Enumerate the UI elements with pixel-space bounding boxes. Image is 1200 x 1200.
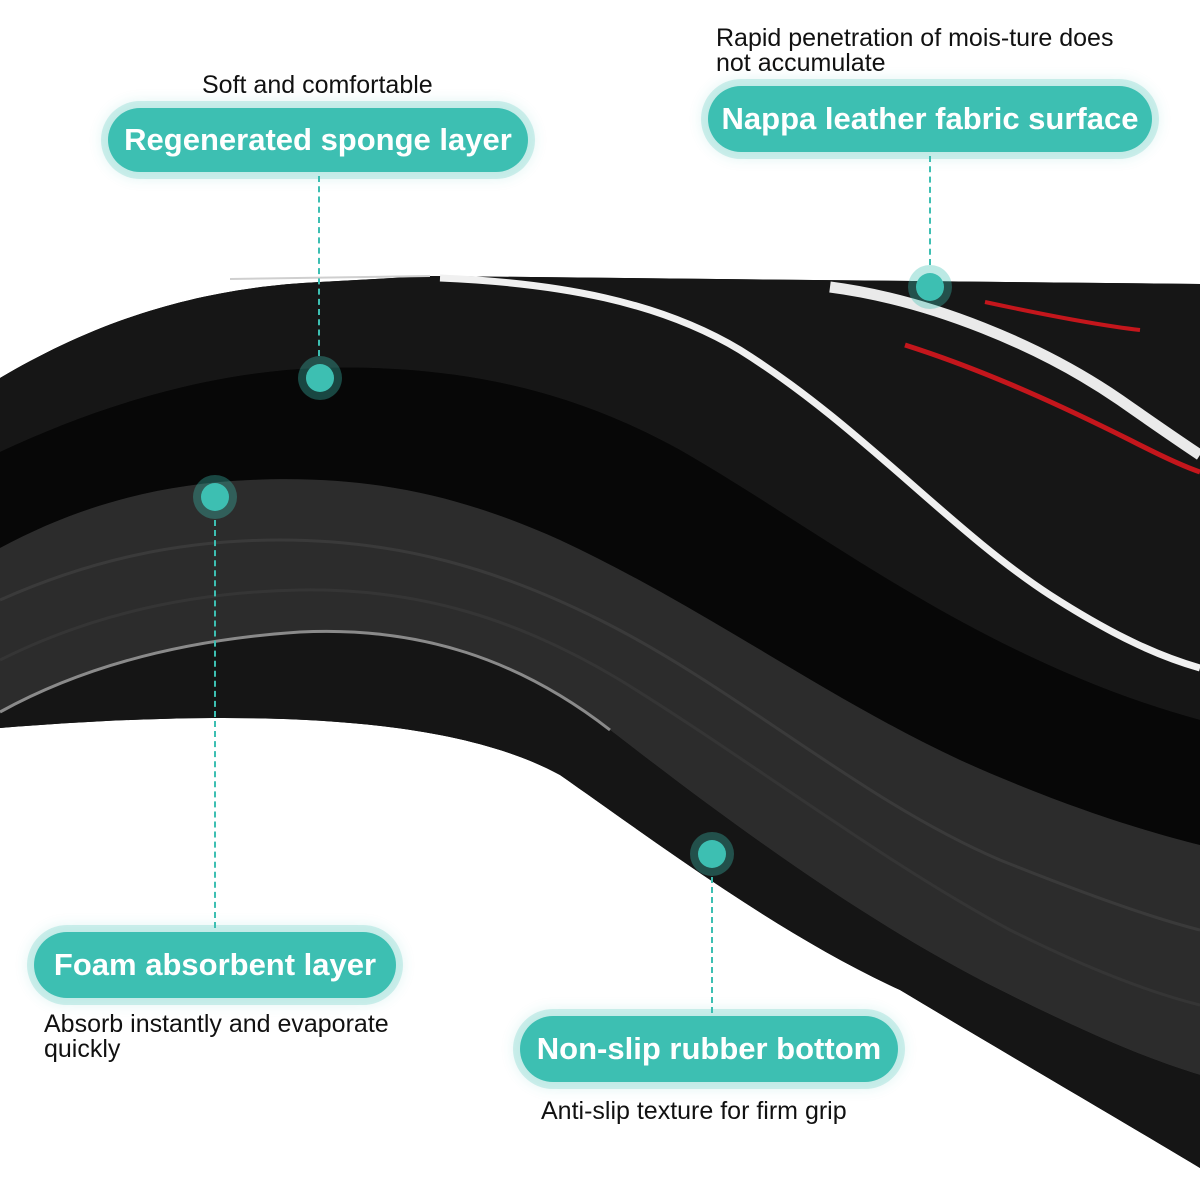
nappa-marker-dot <box>916 273 944 301</box>
white-band <box>829 281 1200 460</box>
sponge-layer-label: Regenerated sponge layer <box>108 108 528 172</box>
foam-caption-line: Absorb instantly and evaporate <box>44 1010 389 1038</box>
nappa-caption-line: Rapid penetration of mois-ture does <box>716 24 1114 52</box>
foam-marker-dot <box>201 483 229 511</box>
rubber-marker-dot <box>698 840 726 868</box>
red-stripe <box>904 342 1200 475</box>
white-stripe <box>439 274 1200 672</box>
foam-connector-line <box>214 520 216 928</box>
foam-texture-line <box>0 538 1200 932</box>
rubber-caption: Anti-slip texture for firm grip <box>541 1097 847 1125</box>
sponge-caption: Soft and comfortable <box>202 71 433 99</box>
rubber-bottom-label: Non-slip rubber bottom <box>520 1016 898 1082</box>
sponge-marker-dot <box>306 364 334 392</box>
nappa-connector-line <box>929 156 931 265</box>
sponge-connector-line <box>318 176 320 356</box>
sponge-layer <box>0 367 1200 845</box>
foam-caption: Absorb instantly and evaporate quickly <box>44 1012 389 1062</box>
nappa-caption-line: not accumulate <box>716 49 886 77</box>
foam-layer-label: Foam absorbent layer <box>34 932 396 998</box>
nappa-surface-layer <box>0 276 1200 720</box>
rubber-edge-line <box>0 629 611 732</box>
nappa-surface-label: Nappa leather fabric surface <box>708 86 1152 152</box>
foam-texture-line <box>0 588 1200 1007</box>
foam-caption-line: quickly <box>44 1035 121 1063</box>
rubber-connector-line <box>711 877 713 1013</box>
rubber-bottom-layer <box>0 631 1200 1168</box>
red-stripe <box>984 300 1141 332</box>
top-edge-highlight <box>229 275 431 280</box>
nappa-caption: Rapid penetration of mois-ture does not … <box>716 26 1113 76</box>
foam-layer <box>0 479 1200 1075</box>
